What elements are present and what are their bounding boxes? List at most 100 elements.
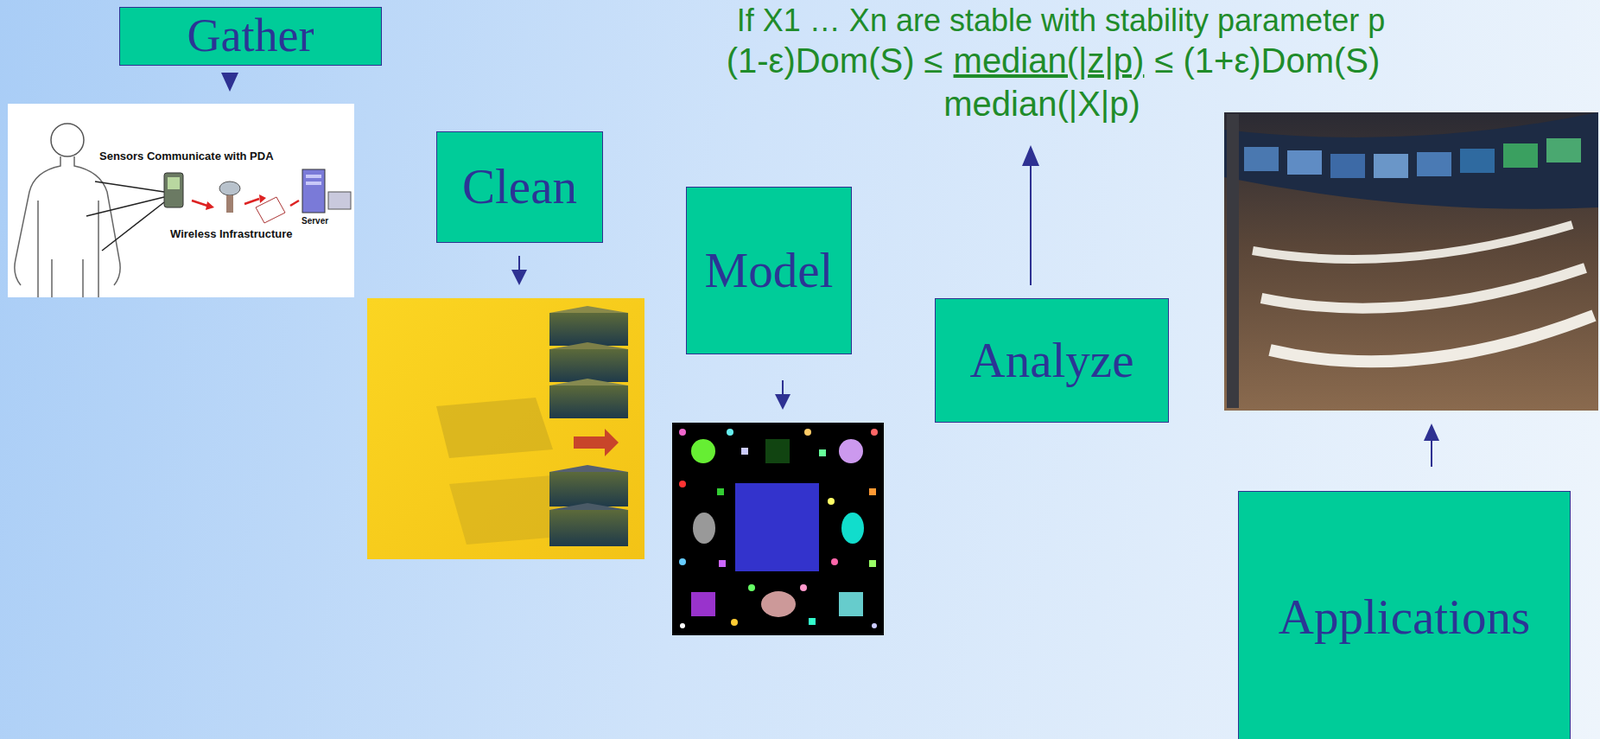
control-room-photo-part: [1460, 148, 1495, 173]
sensor-illustration-part: [305, 174, 322, 178]
sensor-illustration-part: [50, 123, 84, 157]
cleaning-illustration-part: [573, 428, 619, 457]
flow-arrow-part: [1029, 160, 1032, 286]
control-room-photo-part: [1252, 224, 1573, 260]
process-box: Analyze: [934, 298, 1169, 423]
control-room-photo-part: [1244, 146, 1279, 172]
sensor-illustration-part: [302, 169, 325, 213]
formula-text: ≤ (1+ε)Dom(S): [1154, 41, 1380, 80]
flow-arrow-part: [511, 269, 527, 286]
box-label: Gather: [187, 10, 315, 62]
formula-text: median(|z|p): [953, 41, 1145, 80]
control-room-photo-part: [1269, 315, 1594, 362]
cleaning-illustration-part: [436, 397, 553, 458]
box-label: Clean: [462, 159, 578, 215]
sensor-illustration: [7, 103, 355, 298]
model-illustration-part: [827, 497, 835, 505]
model-illustration-part: [679, 480, 686, 488]
model-illustration-part: [869, 559, 877, 567]
flow-arrow-part: [1423, 423, 1440, 441]
control-room-photo-part: [1546, 138, 1581, 163]
formula-text: (1-ε)Dom(S) ≤: [726, 41, 944, 80]
flow-arrow-part: [1430, 437, 1433, 467]
model-illustration-part: [765, 438, 790, 464]
model-illustration-part: [679, 428, 686, 436]
model-illustration-part: [761, 590, 796, 617]
sensor-illustration-part: [14, 156, 121, 298]
model-illustration-part: [838, 438, 864, 464]
box-label: Applications: [1278, 590, 1531, 645]
control-room-photo-part: [1224, 112, 1599, 210]
model-illustration-part: [870, 428, 878, 436]
model-illustration-part: [831, 558, 839, 566]
sensor-illustration-part: [259, 194, 267, 204]
cleaning-illustration-part: [549, 312, 629, 346]
box-label: Analyze: [970, 333, 1135, 388]
flow-arrow-part: [774, 393, 791, 410]
sensor-illustration-part: [226, 195, 234, 213]
sensor-illustration-part: [164, 172, 184, 208]
model-illustration-part: [748, 584, 756, 591]
sensor-illustration-part: [86, 196, 165, 216]
process-box: Applications: [1238, 490, 1571, 739]
control-room-photo-part: [1224, 112, 1599, 411]
sensor-illustration-part: [205, 201, 215, 210]
cleaning-illustration-part: [549, 509, 629, 547]
model-illustration-part: [692, 512, 716, 544]
sensor-illustration-part: [101, 202, 165, 251]
model-illustration-part: [679, 622, 686, 629]
control-room-photo-part: [1226, 114, 1239, 408]
formula-text: median(|X|p): [943, 84, 1141, 123]
control-room-photo-part: [1373, 153, 1409, 178]
image-caption: Server: [300, 215, 330, 226]
model-illustration-part: [741, 447, 749, 455]
box-label: Model: [704, 243, 834, 299]
model-illustration-part: [808, 617, 816, 625]
sensor-illustration-part: [7, 103, 355, 298]
process-box: Gather: [119, 6, 382, 66]
model-illustration-part: [730, 618, 738, 626]
model-illustration-part: [871, 622, 877, 629]
flow-arrow-part: [1022, 145, 1040, 166]
cleaning-illustration: [367, 298, 645, 559]
model-illustration-part: [691, 438, 716, 464]
control-room-photo-part: [1330, 153, 1366, 178]
model-illustration-part: [691, 591, 716, 616]
model-illustration-part: [726, 428, 734, 436]
sensor-illustration-part: [305, 181, 322, 185]
model-illustration-part: [838, 591, 864, 616]
image-caption: Sensors Communicate with PDA: [98, 150, 275, 163]
model-illustration-part: [672, 422, 884, 635]
flow-arrow: [221, 72, 1440, 467]
flow-arrow-part: [221, 72, 239, 92]
image-caption: Wireless Infrastructure: [169, 228, 294, 241]
sensor-illustration-part: [95, 181, 165, 192]
sensor-illustration-part: [244, 198, 260, 204]
control-room-photo-part: [1503, 143, 1538, 168]
control-room-photo: [1224, 112, 1599, 411]
model-illustration-part: [717, 488, 724, 496]
model-illustration-part: [718, 559, 726, 567]
formula-row: (1-ε)Dom(S) ≤median(|z|p)≤ (1+ε)Dom(S): [726, 41, 1381, 80]
model-illustration-part: [800, 584, 807, 591]
process-box: Model: [685, 186, 852, 355]
model-illustration: [672, 422, 884, 635]
model-illustration-part: [804, 428, 812, 436]
cleaning-illustration-part: [549, 349, 629, 382]
process-box: Clean: [436, 131, 604, 243]
sensor-illustration-part: [191, 200, 208, 206]
control-room-photo-part: [1287, 150, 1322, 175]
model-illustration-part: [869, 488, 877, 496]
model-illustration-part: [679, 558, 686, 566]
sensor-illustration-part: [219, 181, 241, 196]
sensor-illustration-part: [328, 191, 351, 210]
cleaning-illustration-part: [549, 385, 629, 419]
control-room-photo-part: [1416, 152, 1452, 177]
model-illustration-part: [735, 482, 820, 572]
model-illustration-part: [841, 512, 864, 544]
cleaning-illustration-part: [549, 471, 629, 507]
control-room-photo-part: [1261, 267, 1586, 309]
sensor-illustration-part: [167, 177, 180, 190]
model-illustration-part: [819, 449, 826, 457]
formula-text: If X1 … Xn are stable with stability par…: [736, 3, 1385, 39]
